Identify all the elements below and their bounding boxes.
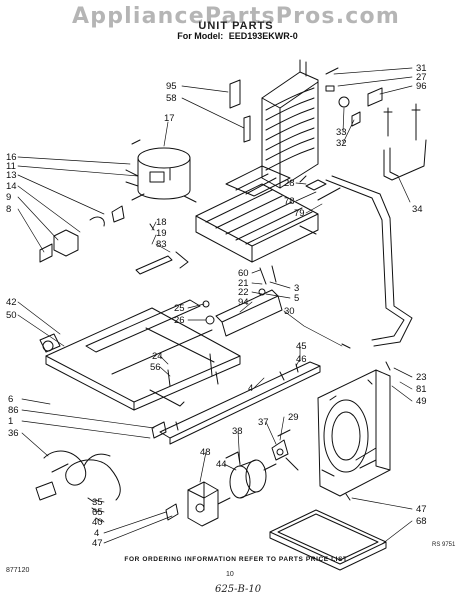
watermark: AppliancePartsPros.com: [72, 4, 400, 29]
mounting-hardware: [87, 139, 391, 523]
callout-11: 11: [6, 161, 16, 172]
callout-5: 5: [294, 293, 299, 304]
condenser-fan-shroud: [317, 369, 391, 497]
model-prefix: For Model:: [177, 31, 224, 41]
callout-47-left: 47: [92, 538, 103, 549]
callout-42: 42: [6, 297, 17, 308]
callout-83: 83: [156, 239, 167, 250]
power-cord: [35, 450, 121, 501]
callout-labels: 31 27 96 95 58 17 33 32 16 11 13 14 9 8 …: [6, 63, 427, 549]
start-relay: [39, 205, 125, 263]
callout-49: 49: [416, 396, 427, 407]
fan-motor: [225, 429, 299, 499]
callout-48: 48: [200, 447, 211, 458]
model-number: EED193EKWR-0: [228, 31, 298, 41]
callout-36: 36: [8, 428, 19, 439]
callout-47-right: 47: [416, 504, 427, 515]
callout-45: 45: [296, 341, 307, 352]
callout-31: 31: [416, 63, 427, 74]
callout-34: 34: [412, 204, 423, 215]
callout-8: 8: [6, 204, 11, 215]
diagram-title: UNIT PARTS: [198, 20, 274, 32]
refrigerant-tubing: [299, 175, 413, 349]
drier-tube: [383, 139, 427, 181]
callout-86: 86: [8, 405, 19, 416]
callout-4: 4: [248, 383, 253, 394]
callout-30: 30: [284, 306, 295, 317]
publication-number: 877120: [6, 567, 30, 574]
callout-1: 1: [8, 416, 13, 427]
callout-25: 25: [174, 303, 185, 314]
callout-26: 26: [174, 315, 185, 326]
figure-code: RS 9751: [432, 542, 456, 548]
callout-28: 28: [284, 178, 295, 189]
callout-78: 78: [284, 196, 295, 207]
handwritten-note: 625-B-10: [215, 584, 262, 595]
callout-65: 65: [92, 507, 103, 518]
callout-56: 56: [150, 362, 161, 373]
thermostat-sensors: [299, 175, 341, 201]
callout-68: 68: [416, 516, 427, 527]
callout-40: 40: [92, 517, 103, 528]
callout-44: 44: [216, 459, 227, 470]
model-line: For Model: EED193EKWR-0: [0, 31, 472, 41]
callout-22: 22: [238, 287, 249, 298]
callout-24: 24: [152, 351, 163, 362]
callout-21: 21: [238, 278, 249, 289]
condenser-bracket: [229, 79, 251, 143]
callout-37: 37: [258, 417, 269, 428]
callout-50: 50: [6, 310, 17, 321]
callout-6: 6: [8, 394, 13, 405]
page-number: 10: [226, 571, 234, 578]
callout-95: 95: [166, 81, 177, 92]
callout-60: 60: [238, 268, 249, 279]
callout-29: 29: [288, 412, 299, 423]
callout-58: 58: [166, 93, 177, 104]
drain-pan: [269, 509, 387, 571]
callout-27: 27: [416, 72, 427, 83]
callout-96: 96: [416, 81, 427, 92]
callout-81: 81: [416, 384, 427, 395]
callout-4-lower: 4: [94, 528, 99, 539]
callout-18: 18: [156, 217, 167, 228]
callout-35: 35: [92, 497, 103, 508]
compressor: [125, 147, 197, 203]
unit-frame: [39, 299, 241, 411]
evaporator-coil: [195, 165, 319, 263]
callout-14: 14: [6, 181, 17, 192]
callout-16: 16: [6, 152, 17, 163]
callout-leaders: [17, 67, 413, 545]
callout-38: 38: [232, 426, 243, 437]
callout-23: 23: [416, 372, 427, 383]
callout-32: 32: [336, 138, 347, 149]
callout-94: 94: [238, 297, 249, 308]
callout-13: 13: [6, 170, 17, 181]
callout-9: 9: [6, 192, 11, 203]
defrost-timer: [187, 481, 231, 527]
condenser-coil: [261, 59, 319, 189]
small-fittings-top-right: [325, 67, 421, 141]
ordering-instruction: FOR ORDERING INFORMATION REFER TO PARTS …: [124, 556, 348, 563]
callout-19: 19: [156, 228, 167, 239]
callout-17: 17: [164, 113, 175, 124]
callout-79: 79: [294, 208, 305, 219]
defrost-heater: [135, 251, 283, 337]
callout-46: 46: [296, 354, 307, 365]
callout-3: 3: [294, 283, 299, 294]
callout-33: 33: [336, 127, 347, 138]
